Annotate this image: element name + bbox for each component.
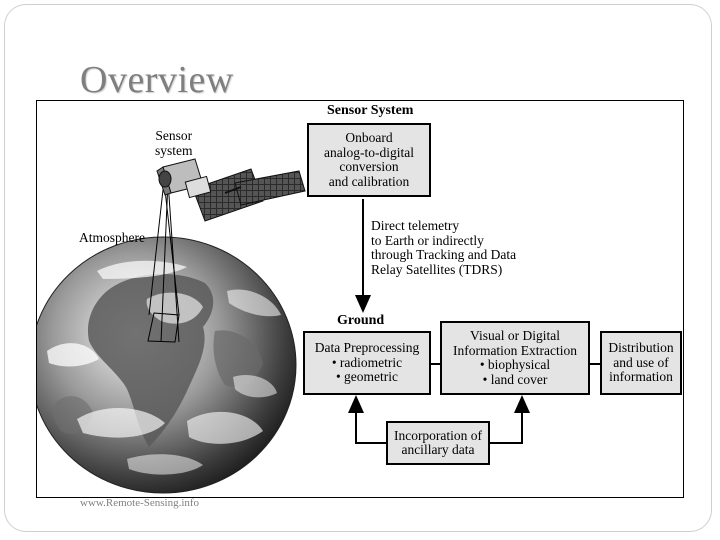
satellite-icon [156,158,306,222]
box-line: Distribution [608,340,674,356]
text-line: Direct telemetry [371,218,460,233]
telemetry-description: Direct telemetry to Earth or indirectly … [371,218,517,277]
box-line: Data Preprocessing [314,340,420,356]
box-line: • land cover [482,371,548,387]
box-line: and calibration [328,173,410,189]
earth-globe-image [37,236,297,494]
box-line: Onboard [345,130,393,145]
box-line: Information Extraction [452,342,578,358]
information-extraction-box: Visual or Digital Information Extraction… [440,321,590,395]
onboard-conversion-box: Onboard analog-to-digital conversion and… [307,123,431,197]
sensor-system-header: Sensor System [327,103,414,118]
box-line: • geometric [335,369,399,385]
text-line: system [155,142,193,158]
box-line: information [609,369,673,385]
sensor-system-label: Sensor system [155,128,193,158]
flow-arrowheads [348,295,530,413]
text-line: to Earth or indirectly [371,232,484,248]
page-title: Overview [80,59,234,101]
atmosphere-label: Atmosphere [79,230,145,245]
ancillary-data-box: Incorporation of ancillary data [386,421,490,465]
remote-sensing-diagram: Sensor System Onboard analog-to-digital … [36,100,684,498]
data-preprocessing-box: Data Preprocessing • radiometric • geome… [303,331,431,395]
box-line: Incorporation of [393,427,483,443]
sensor-footprint [147,180,180,343]
diagram-graphics [37,158,600,494]
box-line: analog-to-digital [324,144,414,160]
text-line: through Tracking and Data [371,247,517,262]
text-line: Relay Satellites (TDRS) [371,261,503,277]
box-line: ancillary data [401,442,475,457]
text-line: Sensor [155,128,193,143]
box-line: • radiometric [331,354,403,370]
ground-header: Ground [337,313,385,328]
box-line: conversion [339,159,399,174]
distribution-box: Distribution and use of information [600,331,682,395]
box-line: • biophysical [479,357,551,372]
footer-url: www.Remote-Sensing.info [80,497,200,509]
box-line: Visual or Digital [470,328,560,343]
box-line: and use of [613,354,669,370]
flow-connectors [355,199,600,444]
